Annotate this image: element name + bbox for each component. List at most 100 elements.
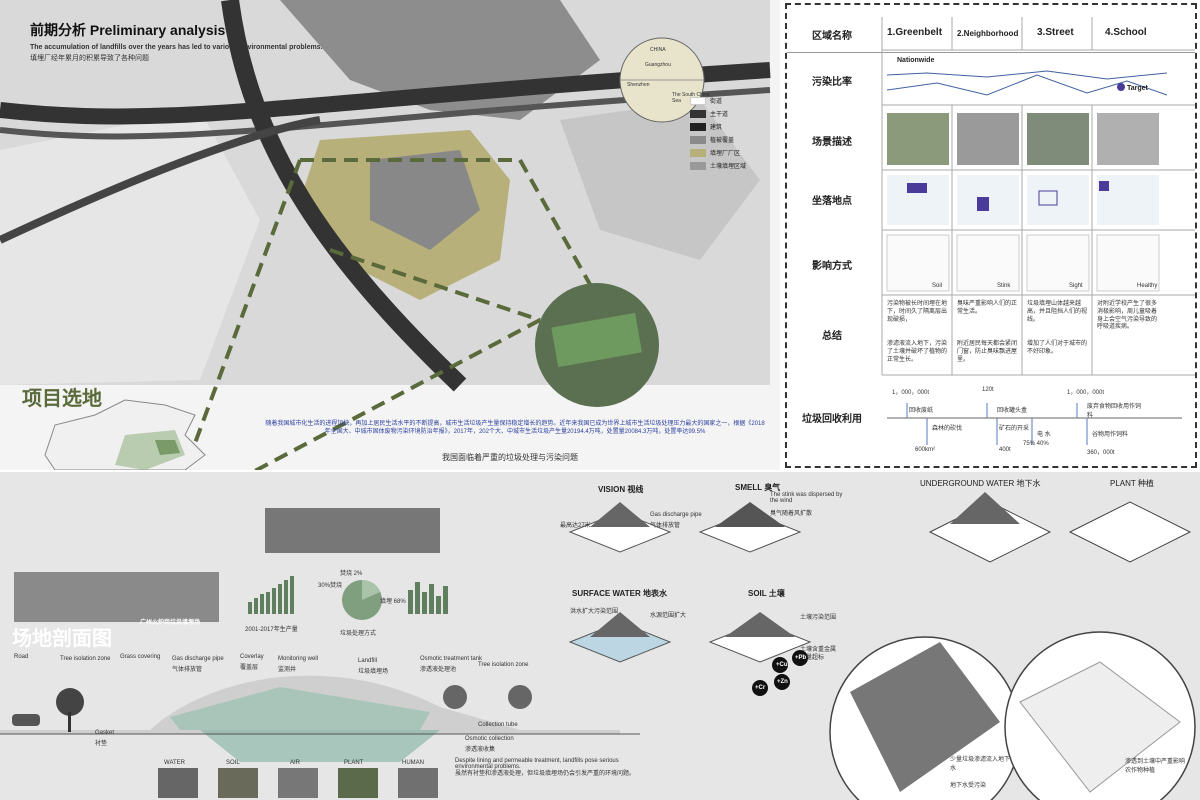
- row-label: 场景描述: [812, 137, 852, 148]
- recycle-bottom-label: 矿石的开采: [999, 426, 1030, 432]
- section-label-cn: 监测井: [278, 667, 297, 673]
- section-label: Coverlay: [240, 654, 264, 660]
- summary-text: 臭味严重影响人们的正常生活。: [957, 301, 1018, 315]
- zone-header-street: 3.Street: [1037, 27, 1074, 38]
- site-selection-title: 项目选地: [22, 388, 102, 410]
- inset-label-sea: The South China Sea: [672, 92, 710, 104]
- section-label: Monitoring well: [278, 656, 319, 662]
- metal-label: +Zn: [777, 679, 788, 685]
- section-label: Landfill: [358, 658, 378, 664]
- section-label: Tree isolation zone: [478, 662, 529, 668]
- car-icon: [12, 714, 40, 726]
- section-note-cn: 虽然有衬垫和渗透液处理，但垃圾填埋场仍会引发严重的环境问题。: [455, 771, 636, 777]
- china-map: [44, 399, 206, 470]
- thumb-label: SOIL: [226, 760, 240, 766]
- recycle-bottom-value: 75% 40%: [1023, 441, 1049, 447]
- target-pin-icon: [1117, 83, 1125, 91]
- nationwide-label: Nationwide: [897, 57, 935, 64]
- scene-photo-greenbelt: [887, 113, 949, 165]
- scene-photo-street: [1027, 113, 1089, 165]
- legend-item: 建筑: [690, 122, 746, 131]
- connector-lines: [183, 158, 612, 470]
- map-legend: 街道 主干道 建筑 植被覆盖 填埋厂厂区 土壤填埋区域: [690, 96, 746, 174]
- production-bar-chart: [248, 576, 294, 614]
- section-label: Grass covering: [120, 654, 161, 660]
- metal-label: +Pb: [795, 655, 807, 661]
- iso-panel-surface-water: [568, 612, 672, 663]
- panel-note-3: 含量超标: [800, 655, 825, 661]
- legend-item: 主干道: [690, 109, 746, 118]
- effect-label: Healthy: [1137, 283, 1158, 289]
- landfill-photo-top: [265, 508, 440, 553]
- site-map: [0, 0, 780, 470]
- summary-text-2: 附近居民每天都会紧闭门窗，防止臭味飘进屋里。: [957, 341, 1018, 363]
- recycle-bottom-value: 400t: [999, 447, 1011, 453]
- section-diagrams: [0, 492, 1196, 800]
- recycle-top-label: 废弃食物回收用作饲料: [1087, 404, 1142, 419]
- section-label: Gas discharge pipe: [172, 656, 224, 662]
- recycle-top-value: 120t: [982, 387, 994, 393]
- inset-label-guangzhou: Guangzhou: [645, 62, 671, 68]
- metal-label: +Cu: [776, 662, 788, 668]
- recycle-bottom-label: 谷物用作饲料: [1092, 432, 1129, 438]
- pie-label: 填埋 68%: [380, 599, 406, 605]
- section-note-en: Despite lining and permeable treatment, …: [455, 758, 619, 770]
- thumb-human: [398, 768, 438, 798]
- zone-header-greenbelt: 1.Greenbelt: [887, 27, 943, 38]
- inset-label-shenzhen: Shenzhen: [627, 82, 650, 88]
- panel-note-cn: 臭气随着风扩散: [770, 511, 813, 517]
- row-label: 影响方式: [812, 261, 852, 272]
- thumb-soil: [218, 768, 258, 798]
- thumb-water: [158, 768, 198, 798]
- location-map-street: [1027, 175, 1089, 225]
- summary-text: 对附近学校产生了很多消极影响，周儿童吸着身上会空气污染导致的呼吸道疾病。: [1097, 301, 1158, 331]
- pie-label: 30%焚烧: [318, 583, 343, 589]
- tree-icon: [56, 688, 84, 716]
- summary-text-2: 增加了人们对于城市的不好印象。: [1027, 341, 1088, 355]
- legend-swatch: [690, 148, 706, 157]
- section-label: Road: [14, 654, 29, 660]
- collection-tube-label: Collection tube: [478, 722, 518, 728]
- impact-drawing-sight: [1026, 234, 1090, 292]
- recycle-bottom-label: 森林的砍伐: [932, 426, 963, 432]
- zone-header-school: 4.School: [1105, 27, 1147, 38]
- impact-drawing-stink: [956, 234, 1020, 292]
- iso-panel-smell: [698, 502, 802, 553]
- panel-note: 最高达27米: [560, 523, 591, 529]
- recycle-top-label: 回收罐头盒: [997, 408, 1028, 414]
- section-label-cn: 垃圾填埋场: [358, 669, 389, 675]
- legend-item: 街道: [690, 96, 746, 105]
- row-label: 区域名称: [812, 31, 852, 42]
- photo-caption: 广州火炉岗垃圾填埋场: [140, 620, 201, 626]
- row-label: 垃圾回收利用: [802, 414, 862, 425]
- section-label: Tree isolation zone: [60, 656, 111, 662]
- recycle-top-value: 1，000，000t: [892, 390, 930, 396]
- thumb-label: HUMAN: [402, 760, 424, 766]
- row-label: 污染比率: [812, 77, 852, 88]
- landfill-photo-main: [14, 572, 219, 622]
- summary-text: 垃圾填埋山体越来越高，并且阻挡人们的视线。: [1027, 301, 1088, 323]
- scene-photo-neighborhood: [957, 113, 1019, 165]
- panel-title: SMELL 臭气: [735, 483, 781, 492]
- panel-pipe-label-cn: 气体排放管: [650, 523, 681, 529]
- target-label: Target: [1127, 85, 1148, 92]
- row-label: 坐落地点: [812, 196, 852, 207]
- effect-label: Sight: [1069, 283, 1083, 289]
- effect-label: Soil: [932, 283, 943, 289]
- legend-swatch: [690, 135, 706, 144]
- metal-badge: [792, 650, 808, 666]
- section-label: Osmotic treatment tank: [420, 656, 483, 662]
- panel-note: 土壤污染范围: [800, 615, 837, 621]
- panel-pipe-label: Gas discharge pipe: [650, 512, 702, 518]
- row-label: 总结: [822, 331, 842, 342]
- osmotic-collection-label-cn: 渗透液收集: [465, 747, 496, 753]
- legend-item: 土壤填埋区域: [690, 161, 746, 170]
- iso-panel-vision: [568, 502, 672, 553]
- legend-swatch: [690, 122, 706, 131]
- highway-road-diagonal: [221, 0, 467, 392]
- osmotic-collection-label: Osmotic collection: [465, 736, 514, 742]
- highway-road: [0, 62, 771, 125]
- panel-title: SURFACE WATER 地表水: [572, 589, 667, 598]
- panel-note-2: 水源范围扩大: [650, 613, 687, 619]
- section-label-cn: 渗透液处理池: [420, 667, 457, 673]
